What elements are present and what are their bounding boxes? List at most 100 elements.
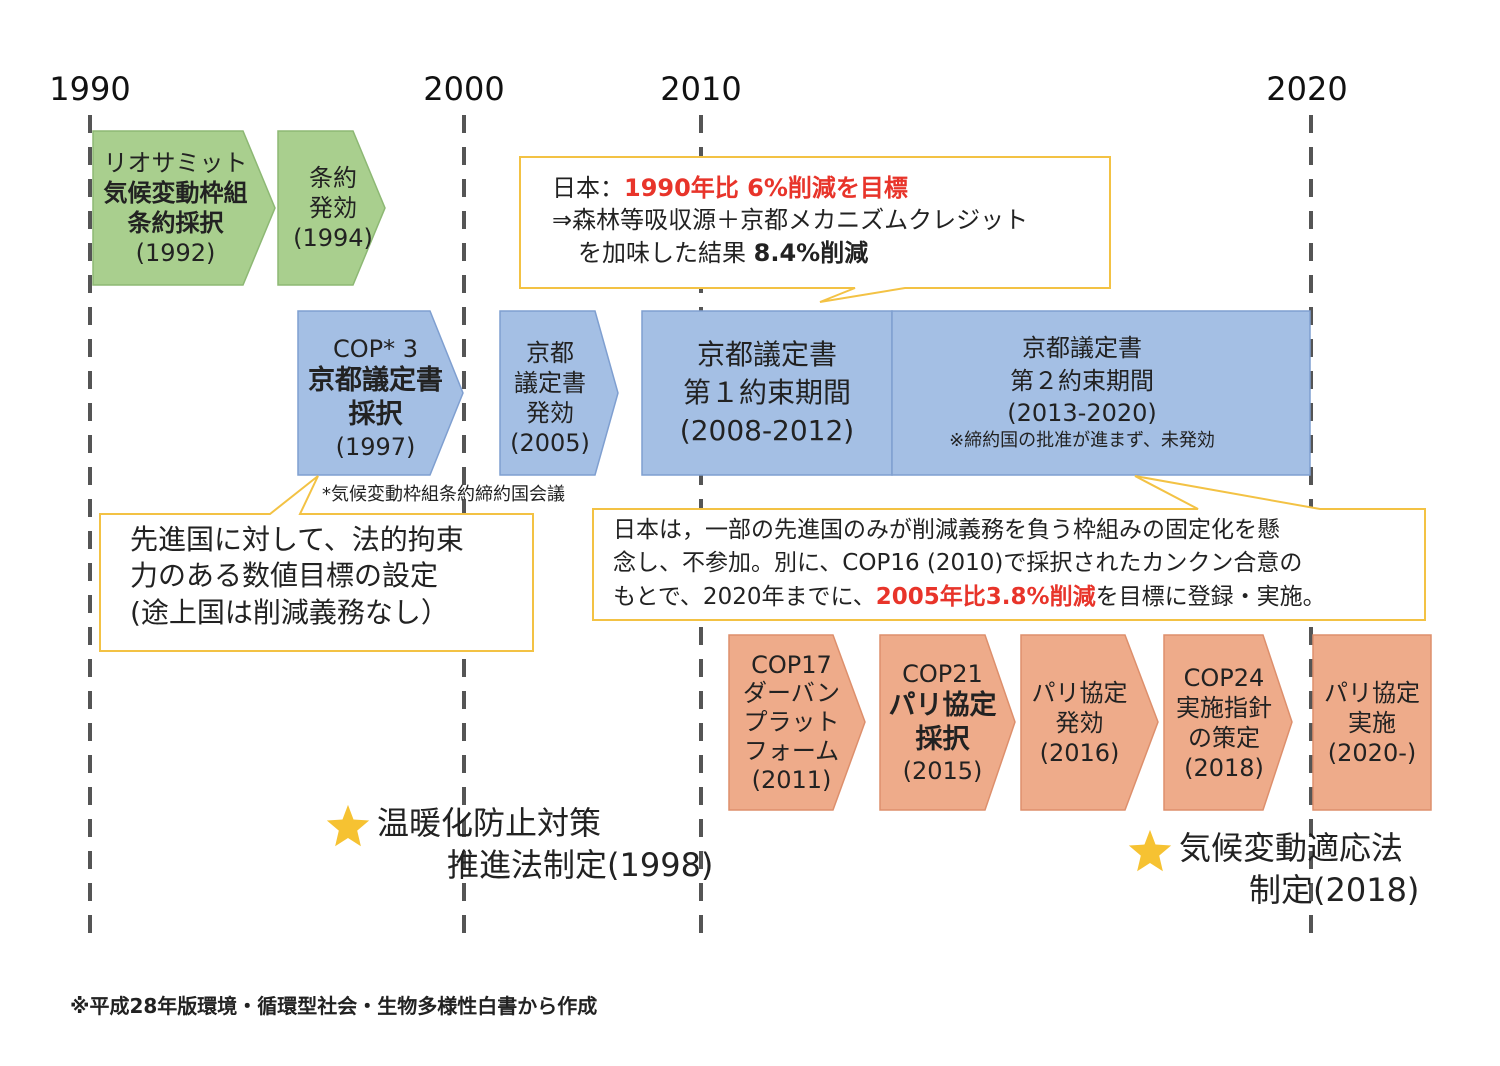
japan-target-line3-pre: を加味した結果 xyxy=(578,238,754,267)
period1-node: 京都議定書 第１約束期間 (2008-2012) xyxy=(642,318,892,468)
cop17-line1: COP17 xyxy=(751,650,832,679)
year-label-2010: 2010 xyxy=(660,70,742,108)
kyoto-effect-shape xyxy=(499,310,619,476)
kyoto-effect-line3: 発効 xyxy=(526,399,574,427)
paris-effect-line1: パリ協定 xyxy=(1031,678,1128,707)
cop21-node: COP21 パリ協定 採択 (2015) xyxy=(880,637,1005,808)
period2-shape xyxy=(891,310,1311,476)
cop3-line3: 採択 xyxy=(348,399,403,430)
cop17-shape xyxy=(728,634,866,811)
paris-impl-shape xyxy=(1312,634,1432,811)
kyoto-effect-line1: 京都 xyxy=(526,339,574,367)
source-note: ※平成28年版環境・循環型社会・生物多様性白書から作成 xyxy=(70,994,598,1018)
cop-footnote: *気候変動枠組条約締約国会議 xyxy=(322,484,565,505)
paris-effect-node: パリ協定 発効 (2016) xyxy=(1021,637,1138,808)
cop3-line1: COP* 3 xyxy=(332,335,419,364)
cop3-year: (1997) xyxy=(335,432,416,461)
developed-line3: (途上国は削減義務なし） xyxy=(130,595,449,629)
kyoto-effect-year: (2005) xyxy=(510,429,590,457)
stance-line1: 日本は，一部の先進国のみが削減義務を負う枠組みの固定化を懸 xyxy=(613,517,1280,543)
law-1998-text: 温暖化防止対策 推進法制定(1998) xyxy=(377,803,713,886)
developed-callout-shape xyxy=(99,475,534,652)
law-2018-text: 気候変動適応法 制定(2018) xyxy=(1179,828,1419,911)
convention-effect-node: 条約 発効 (1994) xyxy=(278,131,388,285)
effect-line1: 条約 xyxy=(309,164,357,192)
year-label-1990: 1990 xyxy=(49,70,131,108)
cop17-line4: フォーム xyxy=(743,736,840,765)
rio-line2: 気候変動枠組 xyxy=(103,179,248,207)
japan-stance-callout-shape xyxy=(592,475,1426,621)
star-icon xyxy=(1128,829,1172,872)
developed-line2: 力のある数値目標の設定 xyxy=(130,559,439,593)
cop17-year: (2011) xyxy=(751,765,832,794)
cop24-year: (2018) xyxy=(1184,753,1264,782)
cop21-shape xyxy=(879,634,1016,811)
japan-target-line3: を加味した結果 8.4%削減 xyxy=(552,237,1028,269)
year-label-2020: 2020 xyxy=(1266,70,1348,108)
paris-impl-line2: 実施 xyxy=(1348,708,1396,737)
cop17-line3: プラット xyxy=(743,708,840,737)
stance-line2: 念し、不参加。別に、COP16 (2010)で採択されたカンクン合意の xyxy=(613,550,1303,577)
period2-note: ※締約国の批准が進まず、未発効 xyxy=(949,430,1215,452)
period2-line2: 第２約束期間 xyxy=(1010,366,1154,395)
japan-target-line1: 日本：1990年比 6%削減を目標 xyxy=(552,172,1028,204)
rio-line3: 条約採択 xyxy=(127,209,224,237)
japan-target-callout-shape xyxy=(519,156,1111,303)
period1-years: (2008-2012) xyxy=(679,413,855,447)
paris-effect-year: (2016) xyxy=(1039,738,1120,767)
rio-line1: リオサミット xyxy=(103,149,248,177)
period2-node: 京都議定書 第２約束期間 (2013-2020) ※締約国の批准が進まず、未発効 xyxy=(892,318,1272,468)
japan-target-callout: 日本：1990年比 6%削減を目標 ⇒森林等吸収源＋京都メカニズムクレジット を… xyxy=(552,172,1028,269)
stance-line3-pre: もとで、2020年までに、 xyxy=(613,583,876,610)
paris-effect-line2: 発効 xyxy=(1055,708,1104,737)
law-1998-item: 温暖化防止対策 推進法制定(1998) xyxy=(325,803,713,886)
cop17-node: COP17 ダーバン プラット フォーム (2011) xyxy=(729,637,854,808)
cop24-shape xyxy=(1163,634,1293,811)
star-icon xyxy=(326,804,370,847)
law-2018-line2: 制定(2018) xyxy=(1249,870,1420,909)
stance-line3-red: 2005年比3.8%削減 xyxy=(875,583,1096,610)
period2-years: (2013-2020) xyxy=(1007,399,1157,428)
kyoto-effect-node: 京都 議定書 発効 (2005) xyxy=(500,318,600,478)
japan-target-highlight: 1990年比 6%削減を目標 xyxy=(624,174,908,202)
cop24-line2: 実施指針 xyxy=(1176,693,1272,722)
law-1998-line2: 推進法制定(1998) xyxy=(447,845,714,884)
year-label-2000: 2000 xyxy=(423,70,505,108)
cop17-line2: ダーバン xyxy=(743,679,840,708)
developed-line1: 先進国に対して、法的拘束 xyxy=(130,523,464,556)
japan-stance-callout: 日本は，一部の先進国のみが削減義務を負う枠組みの固定化を懸 念し、不参加。別に、… xyxy=(613,514,1326,614)
cop24-line3: の策定 xyxy=(1188,723,1260,752)
period1-line1: 京都議定書 xyxy=(696,338,837,372)
period1-shape xyxy=(641,310,893,476)
stance-line3: もとで、2020年までに、2005年比3.8%削減を目標に登録・実施。 xyxy=(613,581,1326,614)
cop24-node: COP24 実施指針 の策定 (2018) xyxy=(1164,637,1284,808)
rio-summit-shape xyxy=(92,130,276,286)
cop3-line2: 京都議定書 xyxy=(308,365,443,397)
developed-callout: 先進国に対して、法的拘束 力のある数値目標の設定 (途上国は削減義務なし） xyxy=(130,522,464,631)
paris-impl-node: パリ協定 実施 (2020-) xyxy=(1313,637,1431,808)
paris-effect-shape xyxy=(1020,634,1159,811)
japan-target-line2: ⇒森林等吸収源＋京都メカニズムクレジット xyxy=(552,206,1029,235)
law-2018-item: 気候変動適応法 制定(2018) xyxy=(1127,828,1419,911)
cop21-year: (2015) xyxy=(902,757,983,786)
cop24-line1: COP24 xyxy=(1183,663,1265,692)
paris-impl-line1: パリ協定 xyxy=(1324,678,1420,707)
japan-target-line3-bold: 8.4%削減 xyxy=(753,238,869,267)
effect-line2: 発効 xyxy=(309,194,357,222)
stance-line3-post: を目標に登録・実施。 xyxy=(1095,583,1326,610)
cop21-line3: 採択 xyxy=(915,723,970,755)
period2-line1: 京都議定書 xyxy=(1022,334,1142,363)
law-1998-line1: 温暖化防止対策 xyxy=(377,804,602,842)
law-2018-line1: 気候変動適応法 xyxy=(1179,829,1404,867)
period1-line2: 第１約束期間 xyxy=(682,376,851,410)
rio-year: (1992) xyxy=(135,239,216,267)
japan-target-label: 日本： xyxy=(552,174,624,202)
cop3-node: COP* 3 京都議定書 採択 (1997) xyxy=(298,318,453,478)
rio-summit-node: リオサミット 気候変動枠組 条約採択 (1992) xyxy=(93,131,258,285)
convention-effect-shape xyxy=(277,130,386,286)
paris-impl-year: (2020-) xyxy=(1327,738,1417,767)
cop3-shape xyxy=(297,310,464,476)
effect-year: (1994) xyxy=(293,224,373,252)
